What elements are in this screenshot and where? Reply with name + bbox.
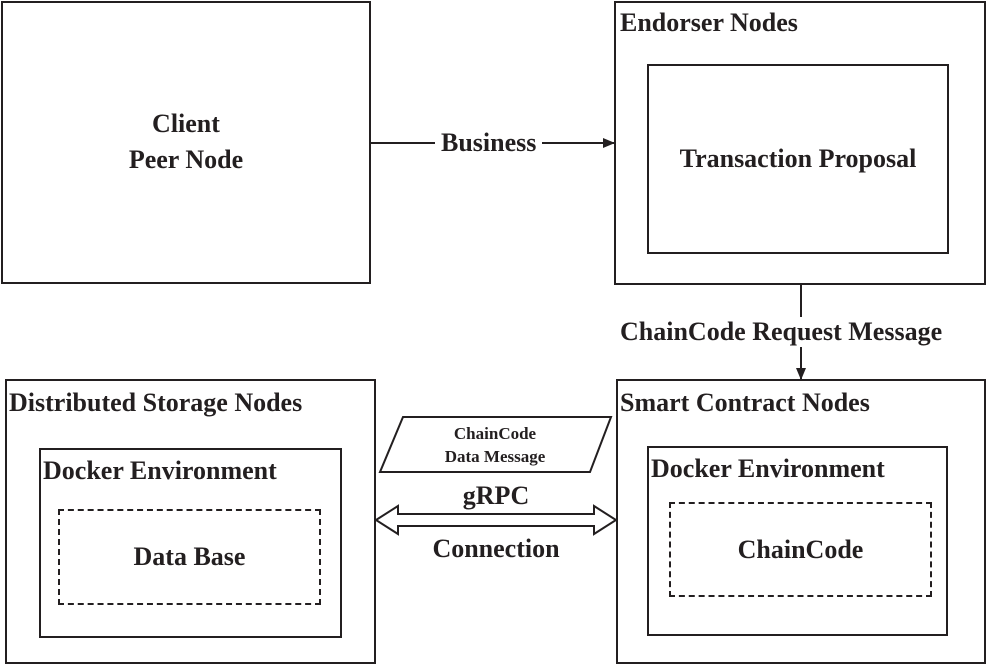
- client-label-line1: Client: [152, 109, 220, 138]
- data-message-shape: [378, 416, 613, 473]
- chaincode-label: ChainCode: [737, 535, 864, 564]
- chaincode-request-label: ChainCode Request Message: [616, 317, 947, 347]
- transaction-proposal-label: Transaction Proposal: [679, 144, 917, 173]
- storage-title: Distributed Storage Nodes: [9, 388, 303, 417]
- endorser-title: Endorser Nodes: [620, 8, 798, 37]
- grpc-label: gRPC: [462, 481, 530, 510]
- data-message-line2: Data Message: [444, 447, 546, 466]
- data-message-line1: ChainCode: [453, 424, 537, 443]
- storage-docker-environment: [39, 448, 342, 638]
- business-label: Business: [435, 128, 543, 158]
- data-message-label: ChainCode Data Message: [400, 422, 590, 468]
- smart-contract-docker-label: Docker Environment: [651, 454, 885, 483]
- database-label: Data Base: [133, 542, 246, 571]
- chaincode-box: [669, 502, 932, 597]
- transaction-proposal-box: [647, 64, 949, 254]
- client-label-line2: Peer Node: [128, 145, 244, 174]
- client-peer-node: [1, 1, 371, 284]
- database-box: [58, 509, 321, 605]
- smart-contract-title: Smart Contract Nodes: [620, 388, 870, 417]
- connection-label: Connection: [432, 534, 560, 563]
- smart-contract-docker-environment: [647, 446, 948, 636]
- storage-docker-label: Docker Environment: [43, 456, 277, 485]
- client-label: Client Peer Node: [1, 106, 371, 178]
